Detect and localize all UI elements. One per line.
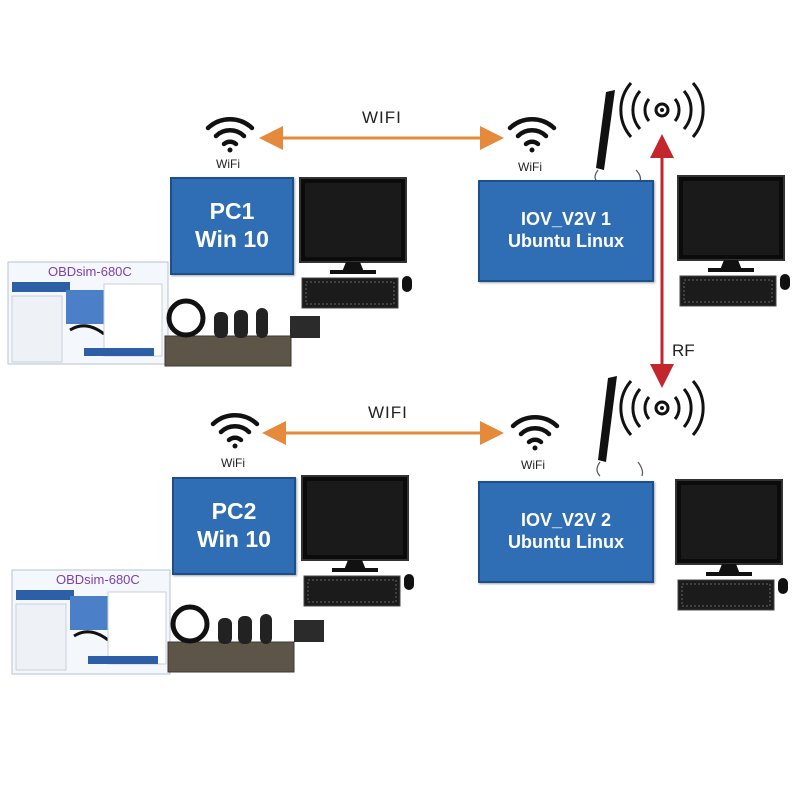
node-iov2-os: Ubuntu Linux <box>508 532 624 552</box>
node-iov1-os: Ubuntu Linux <box>508 231 624 251</box>
wifi-icon-pc2 <box>210 413 260 449</box>
keyboard-icon-iov2 <box>677 578 788 611</box>
monitor-icon-pc1 <box>299 177 407 274</box>
obd-simulator-screenshot-1 <box>7 261 169 365</box>
keyboard-icon-pc2 <box>303 574 414 607</box>
keyboard-icon-pc1 <box>301 276 412 309</box>
node-pc2: PC2 Win 10 <box>172 477 296 575</box>
driving-simulator-rig-2 <box>167 604 324 673</box>
keyboard-icon-iov1 <box>679 274 790 307</box>
wifi-caption-iov1: WiFi <box>518 160 542 174</box>
obd-screen-title-2: OBDsim-680C <box>56 572 140 587</box>
radio-wave-icon-bottom <box>619 380 705 436</box>
wifi-link-bottom-label: WIFI <box>368 403 408 422</box>
monitor-icon-iov1 <box>677 175 785 272</box>
monitor-icon-iov2 <box>675 479 783 576</box>
node-iov1: IOV_V2V 1 Ubuntu Linux <box>478 180 654 282</box>
wifi-caption-pc2: WiFi <box>221 456 245 470</box>
node-iov2-title: IOV_V2V 2 <box>520 510 612 531</box>
antenna-icon-iov2 <box>596 376 644 477</box>
node-iov2: IOV_V2V 2 Ubuntu Linux <box>478 481 654 583</box>
driving-simulator-rig-1 <box>164 298 320 367</box>
wifi-icon-pc1 <box>205 117 255 153</box>
wifi-caption-pc1: WiFi <box>216 157 240 171</box>
rf-link-label: RF <box>672 341 695 360</box>
node-pc1-os: Win 10 <box>195 226 269 252</box>
node-pc2-title: PC2 <box>211 498 257 525</box>
wifi-caption-iov2: WiFi <box>521 458 545 472</box>
wifi-icon-iov2 <box>510 415 560 451</box>
node-pc2-os: Win 10 <box>197 526 271 552</box>
node-pc1: PC1 Win 10 <box>170 177 294 275</box>
node-pc1-title: PC1 <box>209 198 255 225</box>
obd-simulator-screenshot-2 <box>11 569 171 675</box>
node-iov1-title: IOV_V2V 1 <box>520 209 612 230</box>
wifi-link-top-label: WIFI <box>362 108 402 127</box>
wifi-icon-iov1 <box>507 117 557 153</box>
obd-screen-title-1: OBDsim-680C <box>48 264 132 279</box>
monitor-icon-pc2 <box>301 475 409 572</box>
radio-wave-icon-top <box>619 82 705 138</box>
